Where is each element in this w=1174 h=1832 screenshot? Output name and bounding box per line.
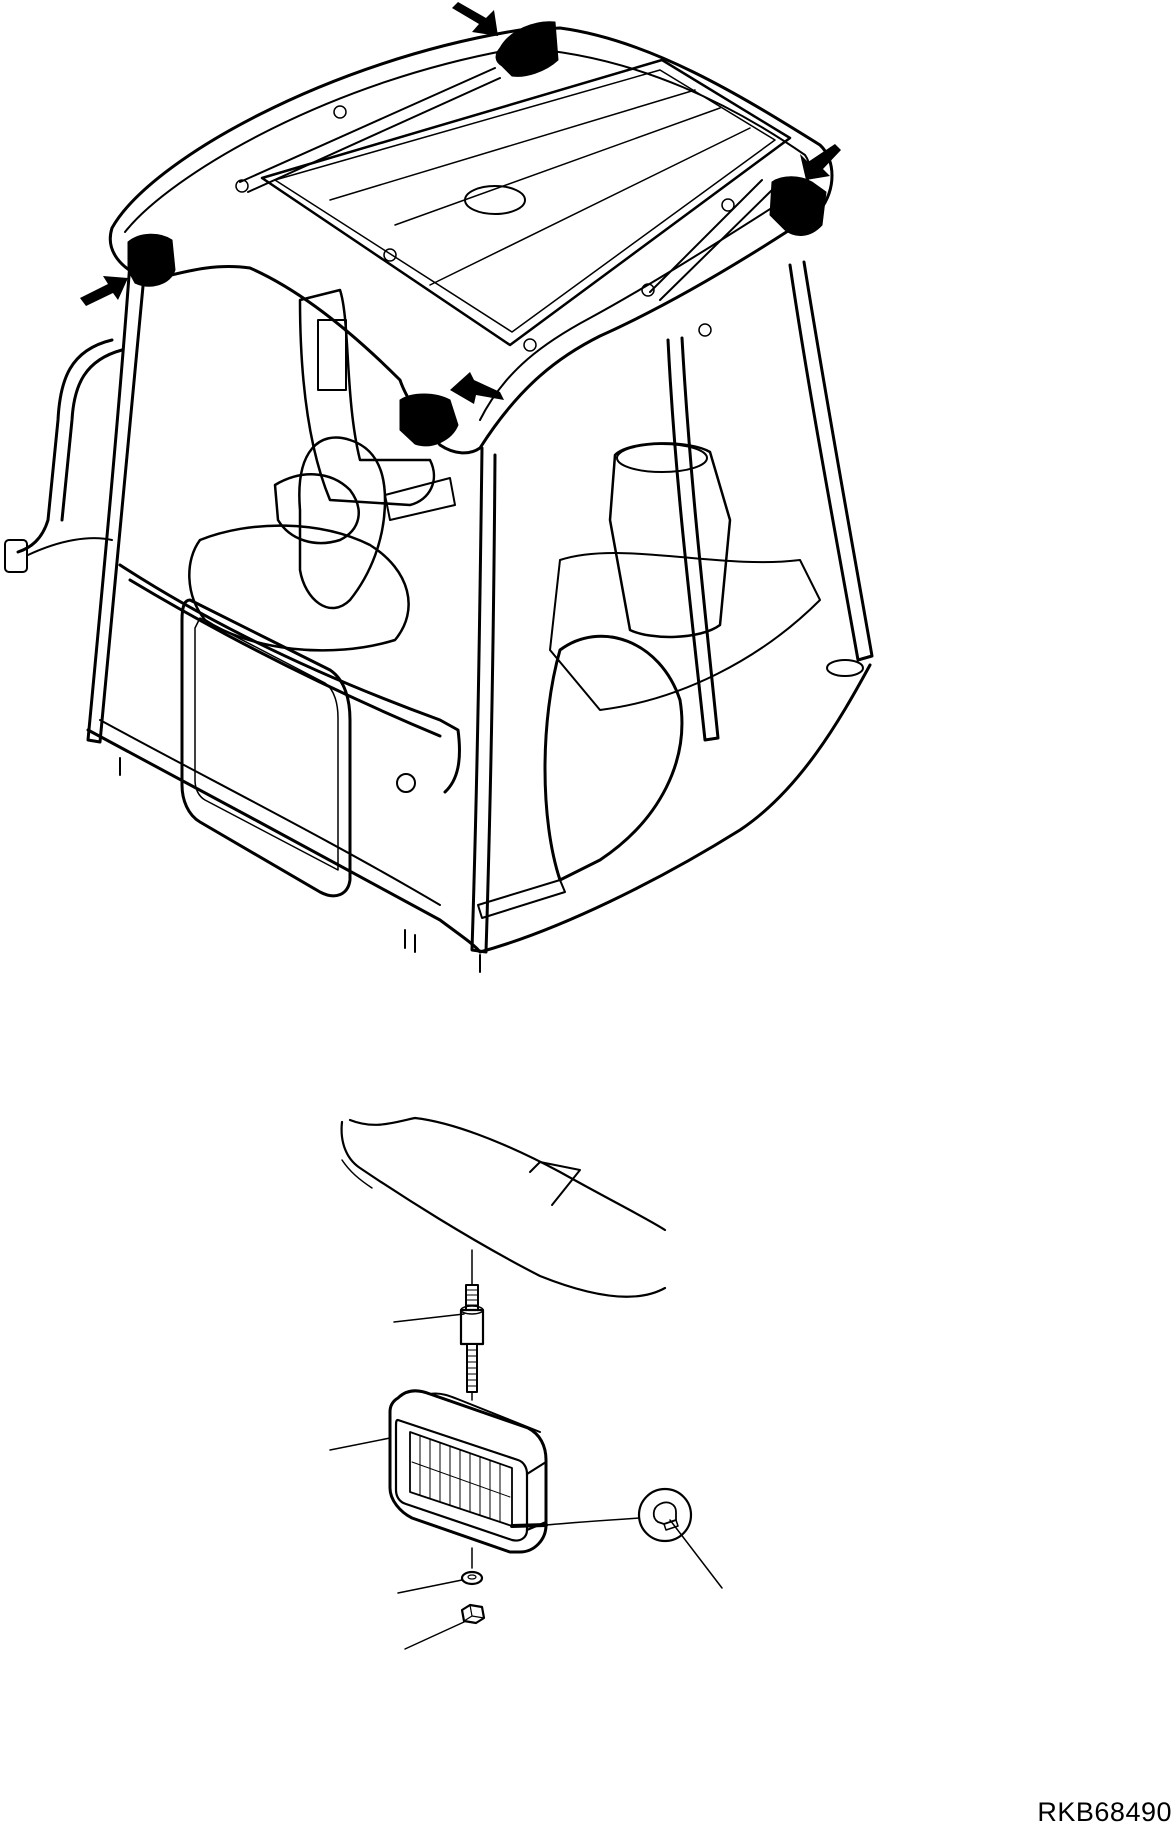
roof-edge-detail <box>340 1120 667 1298</box>
steering-console <box>298 288 436 507</box>
roof-bolt <box>383 248 397 262</box>
callout-arrows <box>80 2 841 404</box>
front-left-pillar <box>86 260 147 744</box>
stud-collar <box>460 1305 484 1315</box>
roof-bolt <box>523 338 537 352</box>
handrail-mount-bolt <box>396 773 416 793</box>
work-lamp-highlights <box>127 21 827 447</box>
operator-seat-back <box>298 436 387 610</box>
roof-bolt <box>721 198 735 212</box>
callout-arrow <box>800 144 841 180</box>
console-display <box>384 477 456 521</box>
mount-bracket <box>119 757 481 973</box>
back-right-pillar <box>788 260 874 662</box>
lamp-detail-view <box>329 1116 723 1650</box>
roof-brace <box>659 189 773 301</box>
roof-bolt <box>235 179 249 193</box>
cab-roof <box>108 26 834 455</box>
roof-brace <box>239 67 496 183</box>
rear-floor-mat <box>549 551 821 711</box>
roof-brace <box>649 179 763 293</box>
roof-bolt <box>333 105 347 119</box>
leader-line-nut <box>404 1621 465 1650</box>
bulb-detail-circle <box>637 1487 693 1543</box>
control-box-top <box>616 443 708 473</box>
work-lamp-front-right <box>399 393 459 447</box>
roof-rib <box>329 89 696 201</box>
roof-rib <box>429 127 751 286</box>
stud-lower-thread-marks <box>466 1349 478 1387</box>
roof-bolt <box>641 283 655 297</box>
console-vent <box>317 319 347 391</box>
roof-edge-recess <box>529 1161 581 1206</box>
cab-assembly-view <box>4 2 874 973</box>
lamp-housing <box>388 1389 548 1554</box>
work-lamp-front-left <box>127 233 176 287</box>
nut-face <box>463 1604 485 1622</box>
roof-hatch <box>464 185 526 215</box>
operator-seat-cushion <box>188 524 410 652</box>
leader-line-bulb <box>669 1519 723 1589</box>
cab-floor-edge <box>86 663 872 954</box>
callout-arrow <box>80 276 128 306</box>
front-right-pillar <box>470 446 497 954</box>
lamp-bezel <box>394 1418 529 1542</box>
bulb <box>545 1487 693 1543</box>
front-handrail <box>118 563 461 794</box>
lamp-lens-center <box>411 1461 511 1498</box>
leader-line-washer <box>397 1579 463 1594</box>
stud-thread-marks <box>465 1289 479 1306</box>
front-window-frame <box>180 598 352 898</box>
work-lamp-top <box>495 21 559 77</box>
leader-line-lamp-housing <box>329 1437 391 1451</box>
bulb-base <box>663 1519 679 1531</box>
roof-panel-inner <box>274 69 776 333</box>
front-window-glass <box>194 617 339 871</box>
leader-line-stud <box>393 1313 465 1323</box>
rear-right-pillar <box>666 336 720 742</box>
roof-panel <box>260 58 792 347</box>
nut <box>460 1603 486 1625</box>
roof-edge-detail-inner <box>348 1116 667 1232</box>
handrail-mount <box>4 539 28 573</box>
steering-column <box>273 473 360 545</box>
work-lamp-rear-right <box>769 176 827 236</box>
washer <box>460 1570 484 1586</box>
figure-reference-code: RKB68490 <box>1037 1797 1172 1827</box>
left-lower-rail <box>27 537 113 556</box>
roof-brace <box>247 77 501 193</box>
left-handrail <box>16 338 124 554</box>
roof-rib <box>394 107 721 226</box>
roof-edge-lower <box>341 1159 373 1189</box>
lamp-housing-back <box>429 1392 541 1433</box>
callout-arrow <box>450 372 504 404</box>
lamp-housing-body <box>388 1389 548 1554</box>
right-fender <box>543 634 684 882</box>
roof-bolt <box>698 323 712 337</box>
cab-mount <box>826 659 864 677</box>
entry-step <box>477 879 566 919</box>
lamp-bulb-socket-highlight <box>510 1523 548 1528</box>
callout-arrow <box>452 2 498 36</box>
cab-roof-inner-edge <box>124 47 811 421</box>
cab-floor-inner-edge <box>99 719 441 906</box>
bulb-connector-line <box>545 1517 641 1526</box>
stud <box>459 1284 485 1393</box>
washer-body <box>460 1570 484 1586</box>
washer-hole <box>467 1574 477 1580</box>
stud-body <box>459 1308 485 1346</box>
leader-lines <box>329 1313 723 1650</box>
bulb-glass <box>652 1501 677 1525</box>
